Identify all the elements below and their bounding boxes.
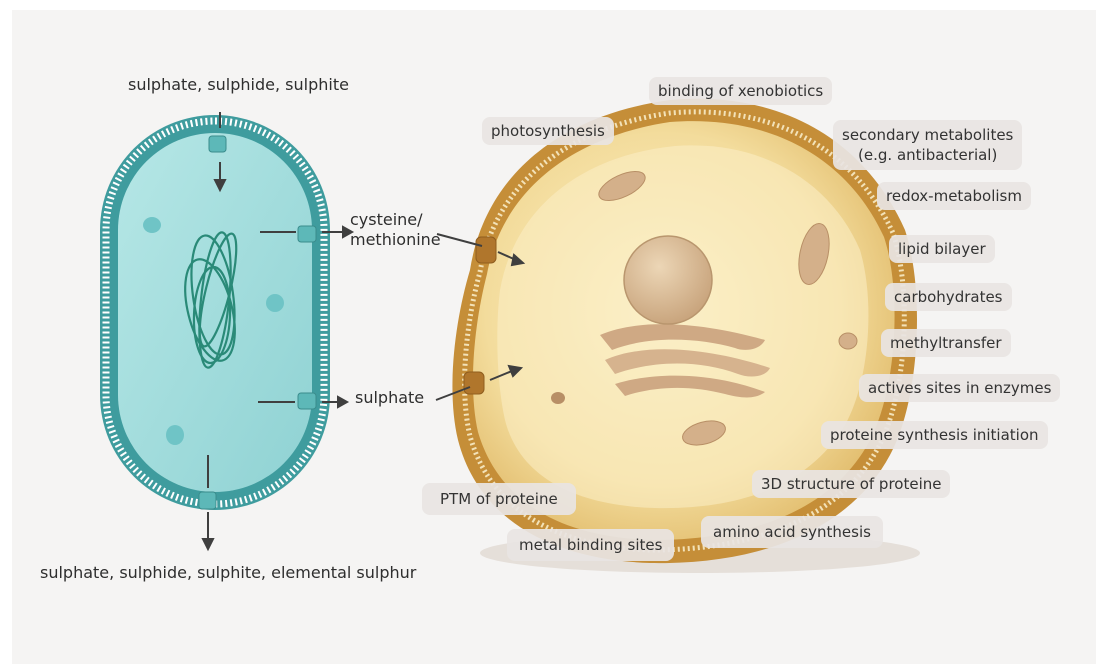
nucleus <box>624 236 712 324</box>
tag-lipid-bilayer: lipid bilayer <box>889 235 995 263</box>
membrane-channel-upper <box>476 237 496 263</box>
tag-metal-binding-sites: metal binding sites <box>507 529 674 561</box>
tag-redox-metabolism: redox-metabolism <box>877 182 1031 210</box>
transporter-bottom <box>199 492 216 509</box>
bacterium-granule <box>266 294 284 312</box>
bacterium-granule <box>143 217 161 233</box>
tag-ptm-of-proteine: PTM of proteine <box>422 483 576 515</box>
bacterium-right-label-upper: cysteine/ methionine <box>350 210 441 250</box>
bacterium-cytoplasm <box>118 133 312 492</box>
bacterium-bottom-label: sulphate, sulphide, sulphite, elemental … <box>40 563 416 582</box>
membrane-channel-lower <box>464 372 484 394</box>
bacterium-right-label-lower: sulphate <box>355 388 424 407</box>
bacterium-granule <box>166 425 184 445</box>
transporter-right-upper <box>298 226 316 242</box>
tag-methyltransfer: methyltransfer <box>881 329 1011 357</box>
tag-3d-structure-of-proteine: 3D structure of proteine <box>752 470 950 498</box>
transporter-right-lower <box>298 393 316 409</box>
transporter-top <box>209 136 226 152</box>
tag-secondary-metabolites: secondary metabolites (e.g. antibacteria… <box>833 120 1022 170</box>
bacterium <box>100 115 330 510</box>
tag-proteine-synthesis-initiation: proteine synthesis initiation <box>821 421 1048 449</box>
bacterium-top-label: sulphate, sulphide, sulphite <box>128 75 349 94</box>
tag-binding-of-xenobiotics: binding of xenobiotics <box>649 77 832 105</box>
tag-actives-sites-in-enzymes: actives sites in enzymes <box>859 374 1060 402</box>
tag-photosynthesis: photosynthesis <box>482 117 614 145</box>
organelle-vesicle <box>839 333 857 349</box>
organelle-vesicle <box>551 392 565 404</box>
tag-amino-acid-synthesis: amino acid synthesis <box>701 516 883 548</box>
tag-carbohydrates: carbohydrates <box>885 283 1012 311</box>
